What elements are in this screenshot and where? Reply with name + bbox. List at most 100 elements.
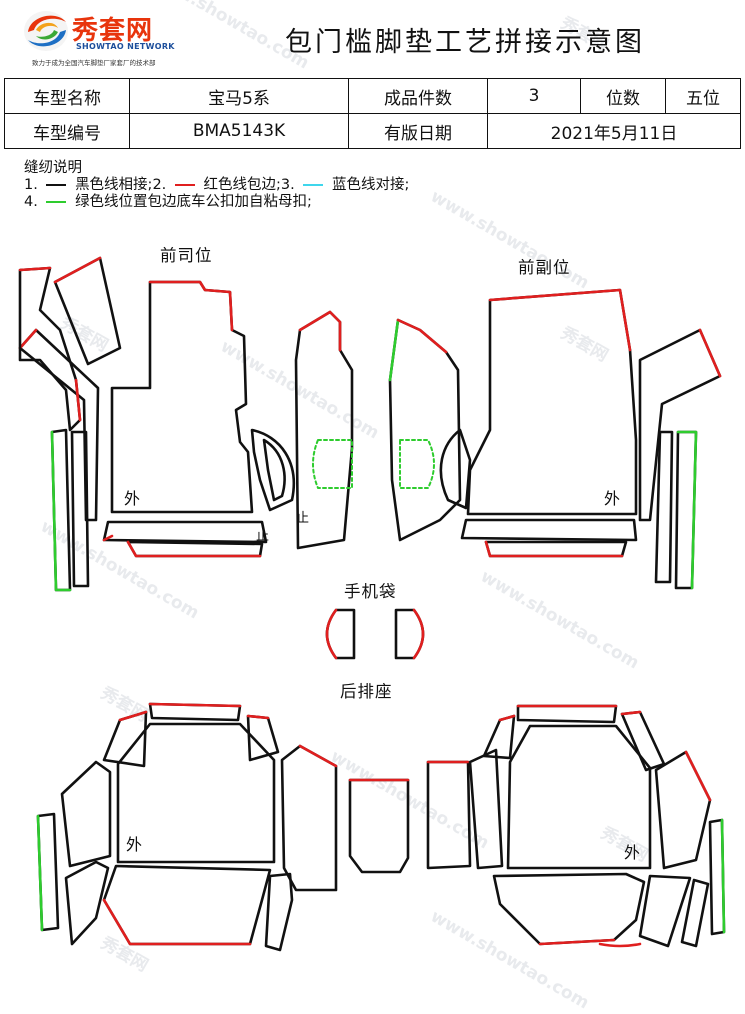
edge-red [18, 266, 82, 422]
green-line-swatch-icon [46, 201, 67, 203]
pattern-piece [426, 760, 472, 870]
edge-red [484, 540, 624, 558]
pattern-piece [466, 288, 638, 516]
pattern-piece [102, 864, 272, 946]
pattern-piece [492, 872, 646, 946]
pattern-piece [64, 860, 110, 946]
edge-red [325, 608, 338, 660]
notes-heading: 缝纫说明 [24, 160, 82, 176]
edge-red [246, 714, 270, 720]
marker-outer: 外 [624, 843, 640, 862]
note-number: 3. [280, 177, 295, 193]
label-rear-seat: 后排座 [340, 682, 393, 701]
pattern-piece [348, 778, 410, 874]
pattern-piece [280, 744, 338, 892]
edge-red [18, 328, 38, 350]
edge-red [620, 710, 642, 716]
black-line-swatch-icon [46, 184, 67, 186]
marker-outer: 外 [604, 489, 620, 508]
note-black: 黑色线相接; [75, 177, 153, 193]
notes-line-2: 4. 绿色线位置包边底车公扣加自粘母扣; [24, 194, 409, 211]
pattern-piece [484, 540, 628, 558]
pattern-piece [439, 428, 472, 510]
edge-red [148, 280, 234, 332]
pattern-piece [516, 704, 618, 724]
note-number: 2. [152, 177, 167, 193]
edge-red [53, 256, 102, 284]
edge-red [298, 744, 338, 768]
pattern-piece [264, 872, 294, 952]
pattern-piece [460, 518, 638, 542]
cell-model-code: BMA5143K [129, 113, 349, 149]
edge-green [720, 818, 726, 934]
marker-outer: 外 [126, 835, 142, 854]
pattern-piece [680, 878, 710, 948]
edge-red [102, 534, 114, 542]
note-blue: 蓝色线对接; [331, 177, 410, 193]
pattern-piece [654, 430, 674, 584]
label-front-driver: 前司位 [160, 246, 213, 265]
note-number: 4. [24, 194, 38, 210]
brand-name-cn: 秀套网 [72, 16, 154, 46]
brand-logo: 秀套网 SHOWTAO NETWORK 致力于成为全国汽车脚垫厂家套厂的技术部 [22, 8, 192, 70]
note-red: 红色线包边; [203, 177, 281, 193]
edge-red [118, 710, 148, 722]
cell-seats-label: 位数 [580, 78, 666, 114]
pattern-piece [116, 722, 276, 864]
edge-red [498, 714, 516, 722]
phone-bag-outline-left [312, 439, 353, 489]
pattern-piece [638, 328, 722, 522]
edge-green [36, 814, 44, 932]
logo-swirl-icon [24, 11, 68, 51]
marker-outer: 外 [124, 489, 140, 508]
pattern-piece [102, 520, 268, 544]
edge-green [388, 318, 400, 382]
edge-red [684, 750, 712, 802]
edge-red [538, 938, 616, 946]
document-title: 包门槛脚垫工艺拼接示意图 [285, 27, 645, 58]
front-passenger-group [388, 288, 722, 590]
pattern-piece [468, 748, 504, 870]
label-phone-bag: 手机袋 [344, 582, 397, 601]
pattern-piece [250, 428, 296, 512]
edge-red [396, 318, 448, 354]
pattern-piece [388, 318, 462, 542]
cell-seats: 五位 [665, 78, 741, 114]
pattern-piece [506, 724, 652, 870]
red-line-swatch-icon [174, 184, 195, 186]
note-number: 1. [24, 177, 38, 193]
marker-stop: 止 [296, 511, 309, 526]
edge-green [676, 430, 698, 590]
cell-date: 2021年5月11日 [487, 113, 741, 149]
pattern-piece [654, 750, 712, 870]
pattern-piece [482, 714, 516, 760]
cell-model-name: 宝马5系 [129, 78, 349, 114]
cell-model-code-label: 车型编号 [4, 113, 130, 149]
info-table: 车型名称 宝马5系 成品件数 3 位数 五位 车型编号 BMA5143K 有版日… [4, 78, 741, 149]
blue-line-swatch-icon [303, 184, 324, 186]
edge-red [698, 328, 722, 378]
phone-bag-group [325, 608, 425, 660]
pattern-piece [126, 540, 264, 558]
note-green: 绿色线位置包边底车公扣加自粘母扣; [75, 194, 312, 210]
label-front-passenger: 前副位 [518, 258, 571, 277]
edge-red [298, 310, 342, 352]
pattern-piece [70, 430, 90, 588]
notes-line-1: 1. 黑色线相接;2. 红色线包边;3. 蓝色线对接; [24, 177, 409, 194]
edge-red [488, 288, 632, 352]
pattern-piece [102, 710, 148, 768]
pattern-piece [18, 266, 82, 432]
edge-red [102, 898, 252, 946]
sewing-notes: 缝纫说明 1. 黑色线相接;2. 红色线包边;3. 蓝色线对接; 4. 绿色线位… [24, 160, 409, 211]
pattern-piece [60, 760, 112, 868]
edge-red [126, 540, 262, 558]
edge-red [598, 942, 642, 948]
cell-date-label: 有版日期 [348, 113, 488, 149]
marker-stop: 止 [256, 529, 269, 544]
edge-red [148, 702, 242, 708]
brand-name-en: SHOWTAO NETWORK [76, 42, 175, 51]
edge-red [412, 608, 425, 660]
edge-green [50, 430, 72, 592]
